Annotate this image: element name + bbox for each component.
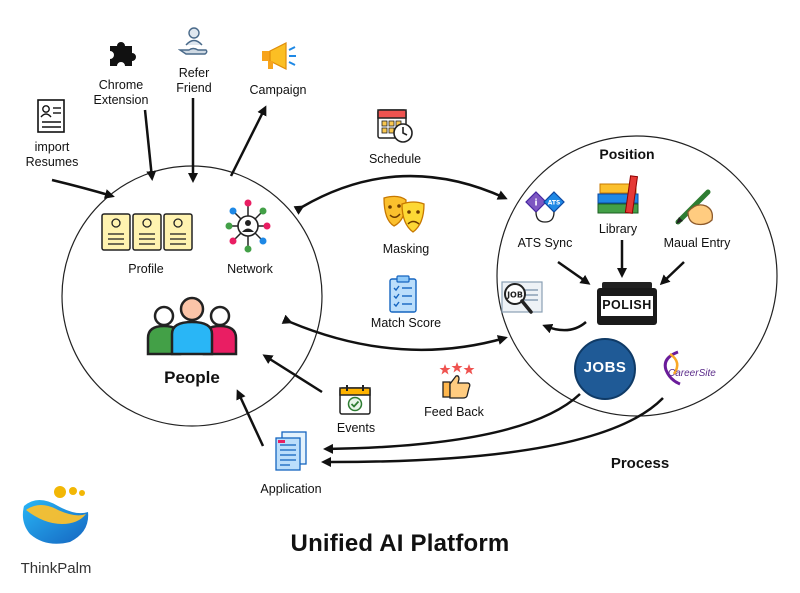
thinkpalm-logo-icon <box>22 486 89 544</box>
arrow-polish-to-job <box>542 321 587 334</box>
application-form-icon <box>275 431 307 471</box>
profile-cards-icon <box>101 213 193 251</box>
resume-document-icon <box>37 99 65 133</box>
svg-text:i: i <box>534 199 537 209</box>
manual-entry-label: Maual Entry <box>663 236 731 250</box>
polish-label: POLISH <box>602 298 652 312</box>
process-label: Process <box>610 455 670 472</box>
arrow-application <box>236 389 265 447</box>
manual-entry-hand-pen-icon <box>675 189 714 226</box>
events-label: Events <box>336 421 376 435</box>
job-search-icon: JOB <box>501 281 543 314</box>
theater-masks-icon <box>383 195 425 233</box>
network-icon <box>225 199 271 253</box>
arrow-jobs-to-application <box>323 393 581 454</box>
arrow-events <box>262 354 323 394</box>
schedule-label: Schedule <box>368 152 422 166</box>
campaign-label: Campaign <box>249 83 307 97</box>
arrow-careersite-to-application <box>321 397 664 468</box>
chrome-extension-label: Chrome Extension <box>93 78 149 107</box>
arrow-manual-to-polish <box>659 261 685 286</box>
jobs-badge: JOBS <box>574 338 636 400</box>
svg-text:ATS: ATS <box>548 200 561 207</box>
people-heading: People <box>164 368 220 387</box>
application-label: Application <box>260 482 322 496</box>
rating-thumbs-up-icon <box>439 362 475 399</box>
refer-friend-icon <box>178 27 208 55</box>
polish-tin-shape <box>597 282 657 325</box>
arrow-ats-to-polish <box>557 260 591 285</box>
diagram-title: Unified AI Platform <box>290 530 510 557</box>
calendar-clock-icon <box>377 109 413 143</box>
arrow-campaign <box>229 105 267 177</box>
position-heading: Position <box>599 146 655 162</box>
ats-sync-label: ATS Sync <box>517 236 573 250</box>
arrow-import-resumes <box>51 178 115 199</box>
arrow-match-score-link <box>281 314 508 352</box>
library-label: Library <box>598 222 638 236</box>
megaphone-icon <box>262 42 296 70</box>
network-label: Network <box>227 262 273 276</box>
thinkpalm-brand-name: ThinkPalm <box>20 560 92 577</box>
import-resumes-label: import Resumes <box>25 140 79 169</box>
ats-sync-icon: i ATS <box>525 191 565 223</box>
masking-label: Masking <box>382 242 430 256</box>
feed-back-label: Feed Back <box>424 405 484 419</box>
event-calendar-icon <box>339 385 371 415</box>
people-group-icon <box>146 296 238 356</box>
svg-text:JOB: JOB <box>506 291 523 300</box>
match-score-label: Match Score <box>370 316 442 330</box>
checklist-clipboard-icon <box>389 275 417 313</box>
profile-label: Profile <box>128 262 164 276</box>
polish-box: POLISH <box>596 282 658 326</box>
arrow-chrome-extension <box>143 109 157 181</box>
jobs-label: JOBS <box>583 359 627 376</box>
refer-friend-label: Refer Friend <box>176 66 212 95</box>
library-books-icon <box>597 175 639 214</box>
puzzle-piece-icon <box>110 42 136 66</box>
careersite-swirl-icon <box>663 350 681 386</box>
arrow-schedule-link <box>293 174 508 215</box>
careersite-label: CareerSite <box>668 368 716 379</box>
